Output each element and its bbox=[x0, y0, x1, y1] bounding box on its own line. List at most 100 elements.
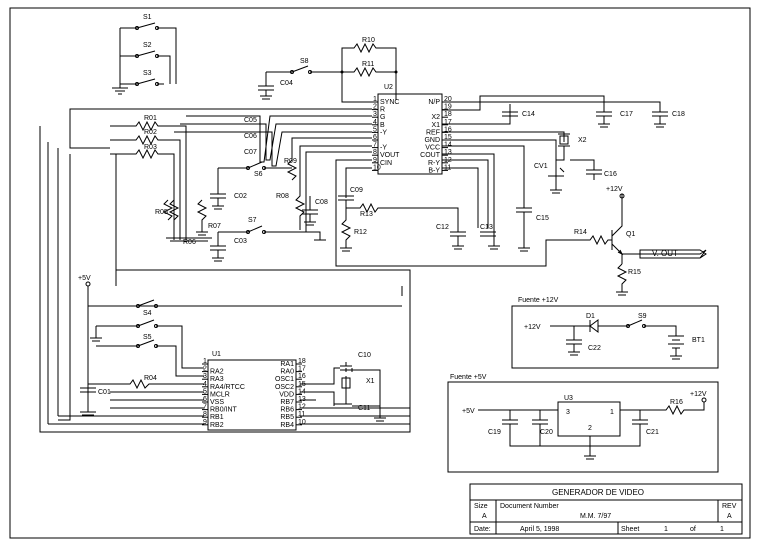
u2-pin-number: 7 bbox=[373, 142, 377, 149]
u1-label: U1 bbox=[212, 351, 221, 358]
u1-pin-number: 10 bbox=[298, 419, 306, 426]
c05-label: C05 bbox=[244, 117, 257, 124]
u2-pin-number: 6 bbox=[373, 134, 377, 141]
u1-pin-name: MCLR bbox=[210, 391, 230, 398]
u1-pin-number: 5 bbox=[203, 388, 207, 395]
c18-label: C18 bbox=[672, 111, 685, 118]
u2-pin-name: R bbox=[380, 107, 385, 114]
c15-label: C15 bbox=[536, 215, 549, 222]
title-block-docnum-label: Document Number bbox=[500, 503, 559, 510]
u1-pin-number: 9 bbox=[203, 419, 207, 426]
u2-wiring bbox=[69, 95, 668, 267]
x1-label: X1 bbox=[366, 378, 375, 385]
u2-label: U2 bbox=[384, 84, 393, 91]
u1-pin-name: VDD bbox=[279, 391, 294, 398]
r07-label: R07 bbox=[208, 223, 221, 230]
cv1-label: CV1 bbox=[534, 163, 548, 170]
u2-pin-number: 13 bbox=[444, 149, 452, 156]
u3-pin-gnd: 2 bbox=[588, 425, 592, 432]
title-block-docnum-value: M.M. 7/97 bbox=[580, 513, 611, 520]
r09-label: R09 bbox=[284, 158, 297, 165]
title-block-of-label: of bbox=[690, 526, 696, 533]
fuente12-box bbox=[511, 305, 719, 369]
r12-label: R12 bbox=[354, 229, 367, 236]
u3-pin-in: 3 bbox=[566, 409, 570, 416]
r06-label: R06 bbox=[183, 239, 196, 246]
u2-pin-number: 8 bbox=[373, 149, 377, 156]
u2-pin-number: 14 bbox=[444, 142, 452, 149]
c10-label: C10 bbox=[358, 352, 371, 359]
plus5v-terminal bbox=[85, 281, 91, 287]
c02-label: C02 bbox=[234, 193, 247, 200]
r04-label: R04 bbox=[144, 375, 157, 382]
u1-pin-name: RB7 bbox=[280, 399, 294, 406]
u2-pin-number: 20 bbox=[444, 96, 452, 103]
u2-pin-name: VCC bbox=[425, 145, 440, 152]
r13-label: R13 bbox=[360, 211, 373, 218]
c21-label: C21 bbox=[646, 429, 659, 436]
u2-pin-name: CIN bbox=[380, 160, 392, 167]
u3-label: U3 bbox=[564, 395, 573, 402]
u1-pin-number: 12 bbox=[298, 404, 306, 411]
r05-label: R05 bbox=[155, 209, 168, 216]
r14-label: R14 bbox=[574, 229, 587, 236]
fuente5-title: Fuente +5V bbox=[450, 374, 487, 381]
u2-pin-name: SYNC bbox=[380, 99, 399, 106]
s7-label: S7 bbox=[248, 217, 257, 224]
d1-label: D1 bbox=[586, 313, 595, 320]
bt1-label: BT1 bbox=[692, 337, 705, 344]
r08-label: R08 bbox=[276, 193, 289, 200]
s3-label: S3 bbox=[143, 70, 152, 77]
u1-chip bbox=[207, 359, 297, 431]
r01-label: R01 bbox=[144, 115, 157, 122]
u2-pin-name: -Y bbox=[380, 145, 387, 152]
c22-label: C22 bbox=[588, 345, 601, 352]
r02-label: R02 bbox=[144, 129, 157, 136]
title-block-rev-value: A bbox=[727, 513, 732, 520]
plus5v-top-label: +5V bbox=[78, 275, 91, 282]
u1-pin-number: 6 bbox=[203, 396, 207, 403]
u2-pin-number: 3 bbox=[373, 111, 377, 118]
u1-pin-name: OSC2 bbox=[275, 384, 294, 391]
u1-pin-name: OSC1 bbox=[275, 376, 294, 383]
u2-pin-name: VOUT bbox=[380, 152, 400, 159]
u2-pin-number: 10 bbox=[373, 164, 381, 171]
c04-label: C04 bbox=[280, 80, 293, 87]
r03-label: R03 bbox=[144, 144, 157, 151]
u2-pin-name: R-Y bbox=[428, 160, 440, 167]
c20-label: C20 bbox=[540, 429, 553, 436]
fuente5-in-terminal bbox=[701, 397, 707, 403]
u2-pin-name: REF bbox=[426, 129, 440, 136]
u2-pin-number: 1 bbox=[373, 96, 377, 103]
s5-label: S5 bbox=[143, 334, 152, 341]
u1-pin-name: RB5 bbox=[280, 414, 294, 421]
u1-pin-name: RB0/INT bbox=[210, 407, 238, 414]
c16-label: C16 bbox=[604, 171, 617, 178]
r16-label: R16 bbox=[670, 399, 683, 406]
u1-pin-name: RB4 bbox=[280, 422, 294, 429]
r10-label: R10 bbox=[362, 37, 375, 44]
r12 bbox=[340, 208, 352, 252]
u1-pin-name: RA1 bbox=[280, 361, 294, 368]
fuente12-circuit bbox=[550, 319, 684, 360]
s8-c04-r10-r11 bbox=[258, 42, 398, 103]
u1-pin-number: 18 bbox=[298, 358, 306, 365]
u2-chip bbox=[377, 93, 443, 175]
u2-pin-name: B-Y bbox=[428, 167, 440, 174]
u1-pin-name: RA3 bbox=[210, 376, 224, 383]
u2-pin-name: -Y bbox=[380, 129, 387, 136]
u1-pin-name: RA4/RTCC bbox=[210, 384, 245, 391]
u2-pin-number: 15 bbox=[444, 134, 452, 141]
c01-label: C01 bbox=[98, 389, 111, 396]
u2-pin-number: 18 bbox=[444, 111, 452, 118]
color-input-network bbox=[110, 115, 372, 262]
u1-wiring bbox=[39, 126, 411, 433]
fuente5-box bbox=[447, 381, 719, 473]
u1-pin-name: RB2 bbox=[210, 422, 224, 429]
u2-pin-name: X1 bbox=[431, 122, 440, 129]
c13-label: C13 bbox=[480, 224, 493, 231]
s1-label: S1 bbox=[143, 14, 152, 21]
c08-label: C08 bbox=[315, 199, 328, 206]
